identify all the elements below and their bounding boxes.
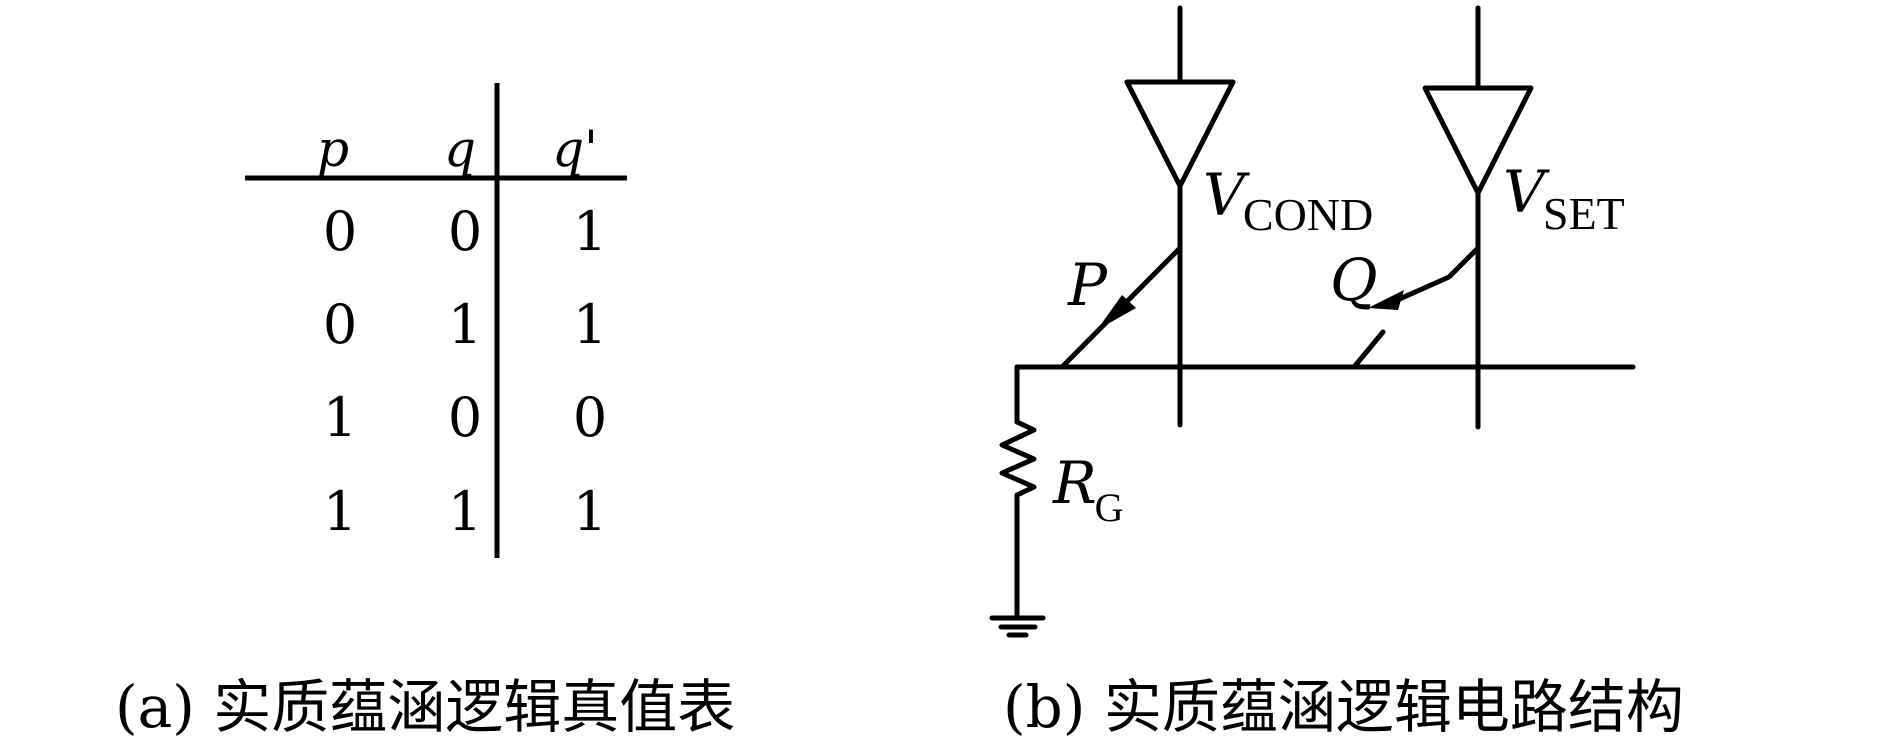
table-row: 0 1 1 [323,293,607,356]
switch-q-stub [1351,329,1386,370]
switch-q-arrow-icon [1368,290,1404,310]
cell-q: 1 [448,293,482,356]
switch-p-label: P [1067,251,1108,319]
cell-q-prime: 1 [573,480,607,543]
vset-triangle-icon [1422,85,1534,196]
caption-a: (a) 实质蕴涵逻辑真值表 [115,673,735,741]
table-header-q-prime: q' [552,120,598,178]
cell-p: 1 [323,386,357,449]
table-header-q: q [444,120,476,178]
cell-q: 0 [448,386,482,449]
cell-q: 0 [448,200,482,263]
switch-q-line [1392,245,1481,304]
table-row: 1 1 1 [323,480,607,543]
caption-b: (b) 实质蕴涵逻辑电路结构 [1003,673,1684,741]
cell-q-prime: 1 [573,293,607,356]
vset-label: VSET [1503,158,1625,239]
cell-p: 0 [323,200,357,263]
cell-q-prime: 1 [573,200,607,263]
cell-q: 1 [448,480,482,543]
resistor-rg [999,364,1037,621]
table-row: 1 0 0 [323,386,607,449]
cell-q-prime: 0 [573,386,607,449]
voltage-source-vcond [1124,5,1236,428]
resistor-label: RG [1052,449,1124,530]
cell-p: 0 [323,293,357,356]
circuit: VCOND VSET P Q RG [989,5,1636,638]
resistor-zigzag-icon [999,364,1037,621]
table-row: 0 0 1 [323,200,607,263]
vcond-label: VCOND [1203,161,1373,240]
switch-q-label: Q [1330,246,1378,314]
truth-table: p q q' 0 0 1 0 1 1 1 0 0 1 1 1 [245,83,627,558]
memristor-switch-q [1351,245,1481,370]
memristor-switch-p [1059,245,1183,370]
table-header-p: p [317,120,349,178]
ground-icon [989,615,1046,638]
switch-p-arrow-icon [1097,295,1136,330]
cell-p: 1 [323,480,357,543]
vcond-triangle-icon [1124,79,1236,189]
voltage-source-vset [1422,5,1534,430]
